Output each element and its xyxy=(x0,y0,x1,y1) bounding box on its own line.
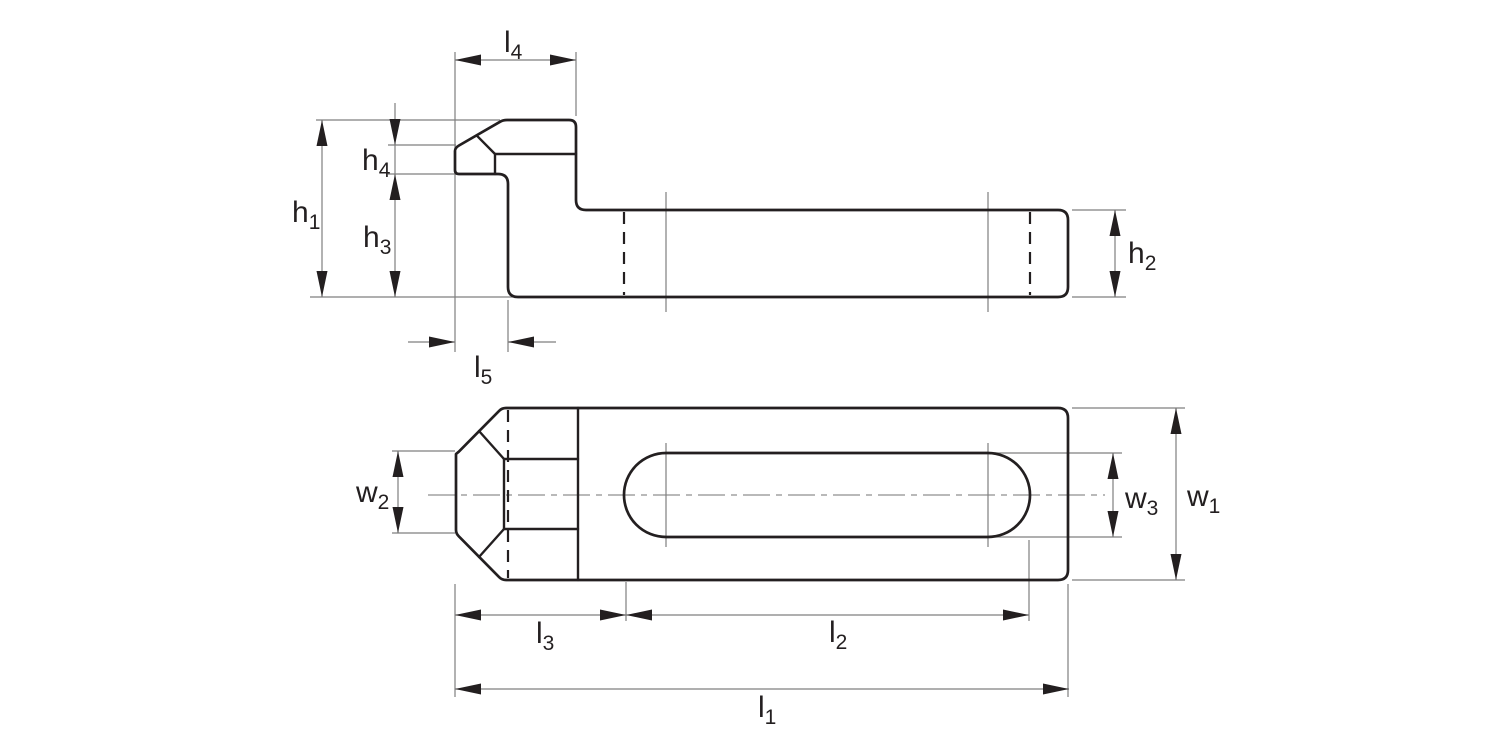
arrowhead xyxy=(1109,210,1121,236)
arrowhead xyxy=(1107,453,1119,479)
side-view: l4 h1 h4 h3 h2 l5 xyxy=(292,26,1156,389)
arrowhead xyxy=(429,336,455,348)
arrowhead xyxy=(389,271,401,297)
arrowhead xyxy=(392,507,404,533)
dimension-label-l5: l5 xyxy=(474,351,492,389)
side-view-arrowheads xyxy=(316,54,1121,348)
dimension-label-h2: h2 xyxy=(1128,237,1156,275)
arrowhead xyxy=(508,336,534,348)
arrowhead xyxy=(1170,408,1182,434)
nose-edge-diagonal xyxy=(475,134,497,156)
arrowhead xyxy=(1107,511,1119,537)
dimension-label-w1: w1 xyxy=(1186,480,1220,518)
slot-outline xyxy=(622,451,1032,539)
arrowhead xyxy=(316,271,328,297)
arrowhead xyxy=(550,54,576,66)
arrowhead xyxy=(1170,554,1182,580)
dimension-label-l1: l1 xyxy=(758,691,776,729)
arrowhead xyxy=(455,683,481,695)
arrowhead xyxy=(316,120,328,146)
side-view-dimension-lines xyxy=(310,52,1126,352)
arrowhead xyxy=(1003,609,1029,621)
plan-view-dimension-lines xyxy=(392,407,1185,697)
arrowhead xyxy=(392,451,404,477)
dimension-label-l4: l4 xyxy=(504,26,523,64)
side-view-outline xyxy=(453,118,1070,299)
dimension-label-h3: h3 xyxy=(363,221,391,259)
plan-view-outline xyxy=(454,406,1070,582)
arrowhead xyxy=(389,174,401,200)
arrowhead xyxy=(1109,271,1121,297)
arrowhead xyxy=(455,54,481,66)
plan-view-arrowheads xyxy=(392,408,1182,695)
dimension-label-w2: w2 xyxy=(355,476,389,514)
arrowhead xyxy=(600,609,626,621)
plan-view: w2 w3 w1 l3 l2 l1 xyxy=(355,406,1220,729)
dimension-label-h1: h1 xyxy=(292,196,320,234)
dimension-label-l2: l2 xyxy=(829,616,847,654)
arrowhead xyxy=(626,609,652,621)
arrowhead xyxy=(455,609,481,621)
nose-facet-diagonal-top xyxy=(477,429,506,461)
dimension-label-w3: w3 xyxy=(1124,482,1158,520)
dimension-label-l3: l3 xyxy=(536,617,554,655)
nose-facet-diagonal-bottom xyxy=(477,527,506,559)
arrowhead xyxy=(389,119,401,145)
arrowhead xyxy=(1043,683,1069,695)
dimension-label-h4: h4 xyxy=(362,144,391,182)
